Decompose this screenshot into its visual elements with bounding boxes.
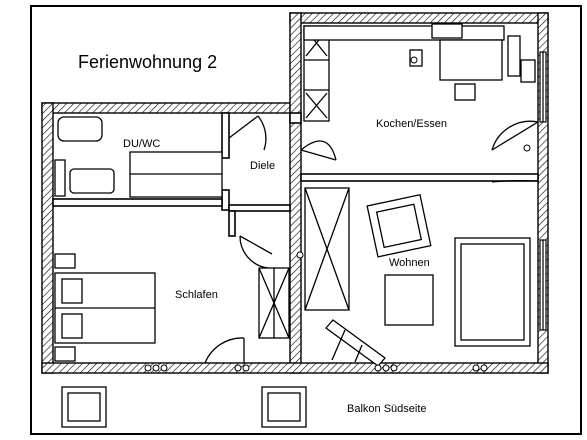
- room-label-balcony: Balkon Südseite: [347, 403, 427, 415]
- room-label-hall: Diele: [250, 160, 275, 172]
- coffee-table: [384, 274, 434, 326]
- dining-table: [439, 39, 503, 81]
- radiators: [144, 56, 531, 372]
- furniture: [54, 23, 536, 428]
- room-label-kitchen: Kochen/Essen: [376, 118, 447, 130]
- toilet-fixture: [57, 116, 103, 142]
- room-label-bath: DU/WC: [123, 138, 160, 150]
- page-frame: [30, 5, 582, 435]
- interior-walls: [52, 112, 539, 237]
- doors: [204, 115, 539, 364]
- room-label-bedroom: Schlafen: [175, 289, 218, 301]
- plan-title: Ferienwohnung 2: [78, 52, 217, 72]
- right-windows: [539, 51, 547, 331]
- washbasin: [69, 168, 115, 194]
- exterior-walls: [41, 12, 549, 374]
- room-label-living: Wohnen: [389, 257, 430, 269]
